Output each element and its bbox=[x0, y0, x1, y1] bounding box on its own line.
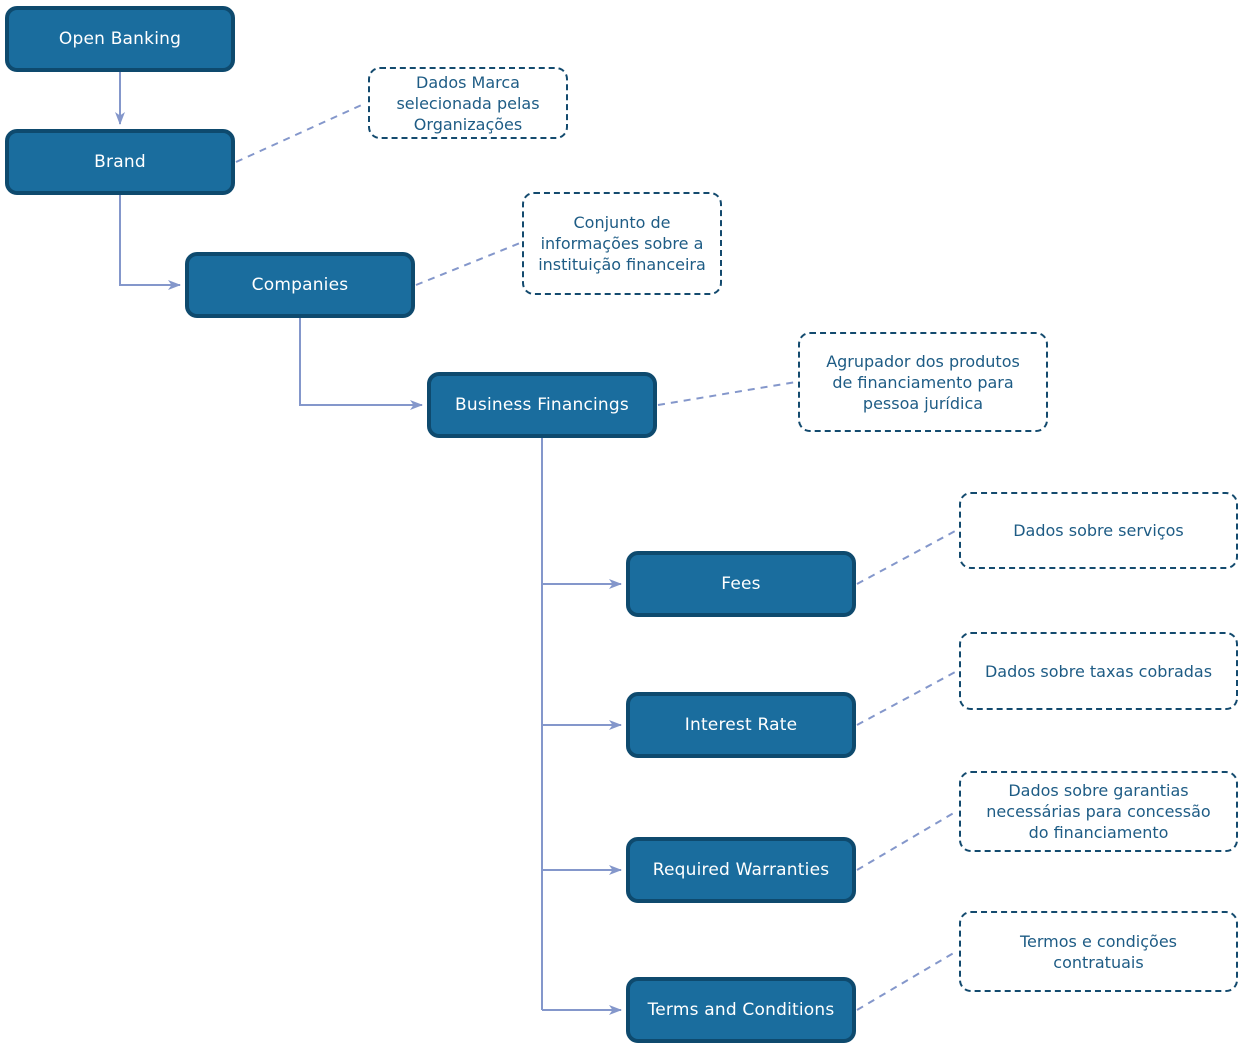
link-termsandconditions-annotation bbox=[856, 950, 958, 1011]
annotation-terms-and-conditions: Termos e condições contratuais bbox=[959, 911, 1238, 992]
node-open-banking-label: Open Banking bbox=[58, 29, 182, 49]
node-business-financings: Business Financings bbox=[427, 372, 657, 438]
node-open-banking: Open Banking bbox=[5, 6, 235, 72]
annotation-terms-and-conditions-text: Termos e condições contratuais bbox=[1019, 931, 1177, 972]
node-fees-label: Fees bbox=[721, 574, 761, 594]
node-business-financings-label: Business Financings bbox=[455, 395, 629, 415]
annotation-brand-text: Dados Marca selecionada pelas Organizaçõ… bbox=[396, 72, 540, 134]
edge-brand-companies bbox=[119, 195, 181, 290]
node-brand: Brand bbox=[5, 129, 235, 195]
annotation-interest-rate: Dados sobre taxas cobradas bbox=[959, 632, 1238, 710]
annotation-interest-rate-text: Dados sobre taxas cobradas bbox=[984, 661, 1213, 681]
node-terms-and-conditions-label: Terms and Conditions bbox=[647, 1000, 835, 1020]
node-fees: Fees bbox=[626, 551, 856, 617]
node-companies: Companies bbox=[185, 252, 415, 318]
link-fees-annotation bbox=[856, 529, 958, 585]
node-required-warranties-label: Required Warranties bbox=[652, 860, 830, 880]
node-interest-rate: Interest Rate bbox=[626, 692, 856, 758]
edge-companies-businessfinancings bbox=[299, 318, 423, 410]
link-requiredwarranties-annotation bbox=[856, 810, 958, 871]
annotation-business-financings: Agrupador dos produtos de financiamento … bbox=[798, 332, 1048, 432]
link-interestrate-annotation bbox=[856, 670, 958, 726]
link-companies-annotation bbox=[415, 242, 521, 286]
annotation-brand: Dados Marca selecionada pelas Organizaçõ… bbox=[368, 67, 568, 139]
annotation-companies: Conjunto de informações sobre a institui… bbox=[522, 192, 722, 295]
node-interest-rate-label: Interest Rate bbox=[684, 715, 798, 735]
annotation-fees-text: Dados sobre serviços bbox=[1013, 521, 1184, 540]
annotation-companies-text: Conjunto de informações sobre a institui… bbox=[538, 213, 706, 274]
annotation-business-financings-text: Agrupador dos produtos de financiamento … bbox=[826, 351, 1020, 413]
node-companies-label: Companies bbox=[251, 275, 349, 295]
link-brand-annotation bbox=[235, 102, 367, 163]
annotation-required-warranties: Dados sobre garantias necessárias para c… bbox=[959, 771, 1238, 852]
node-terms-and-conditions: Terms and Conditions bbox=[626, 977, 856, 1043]
node-brand-label: Brand bbox=[94, 152, 146, 172]
annotation-fees: Dados sobre serviços bbox=[959, 492, 1238, 569]
link-businessfinancings-annotation bbox=[657, 381, 797, 406]
node-required-warranties: Required Warranties bbox=[626, 837, 856, 903]
annotation-required-warranties-text: Dados sobre garantias necessárias para c… bbox=[986, 781, 1211, 842]
